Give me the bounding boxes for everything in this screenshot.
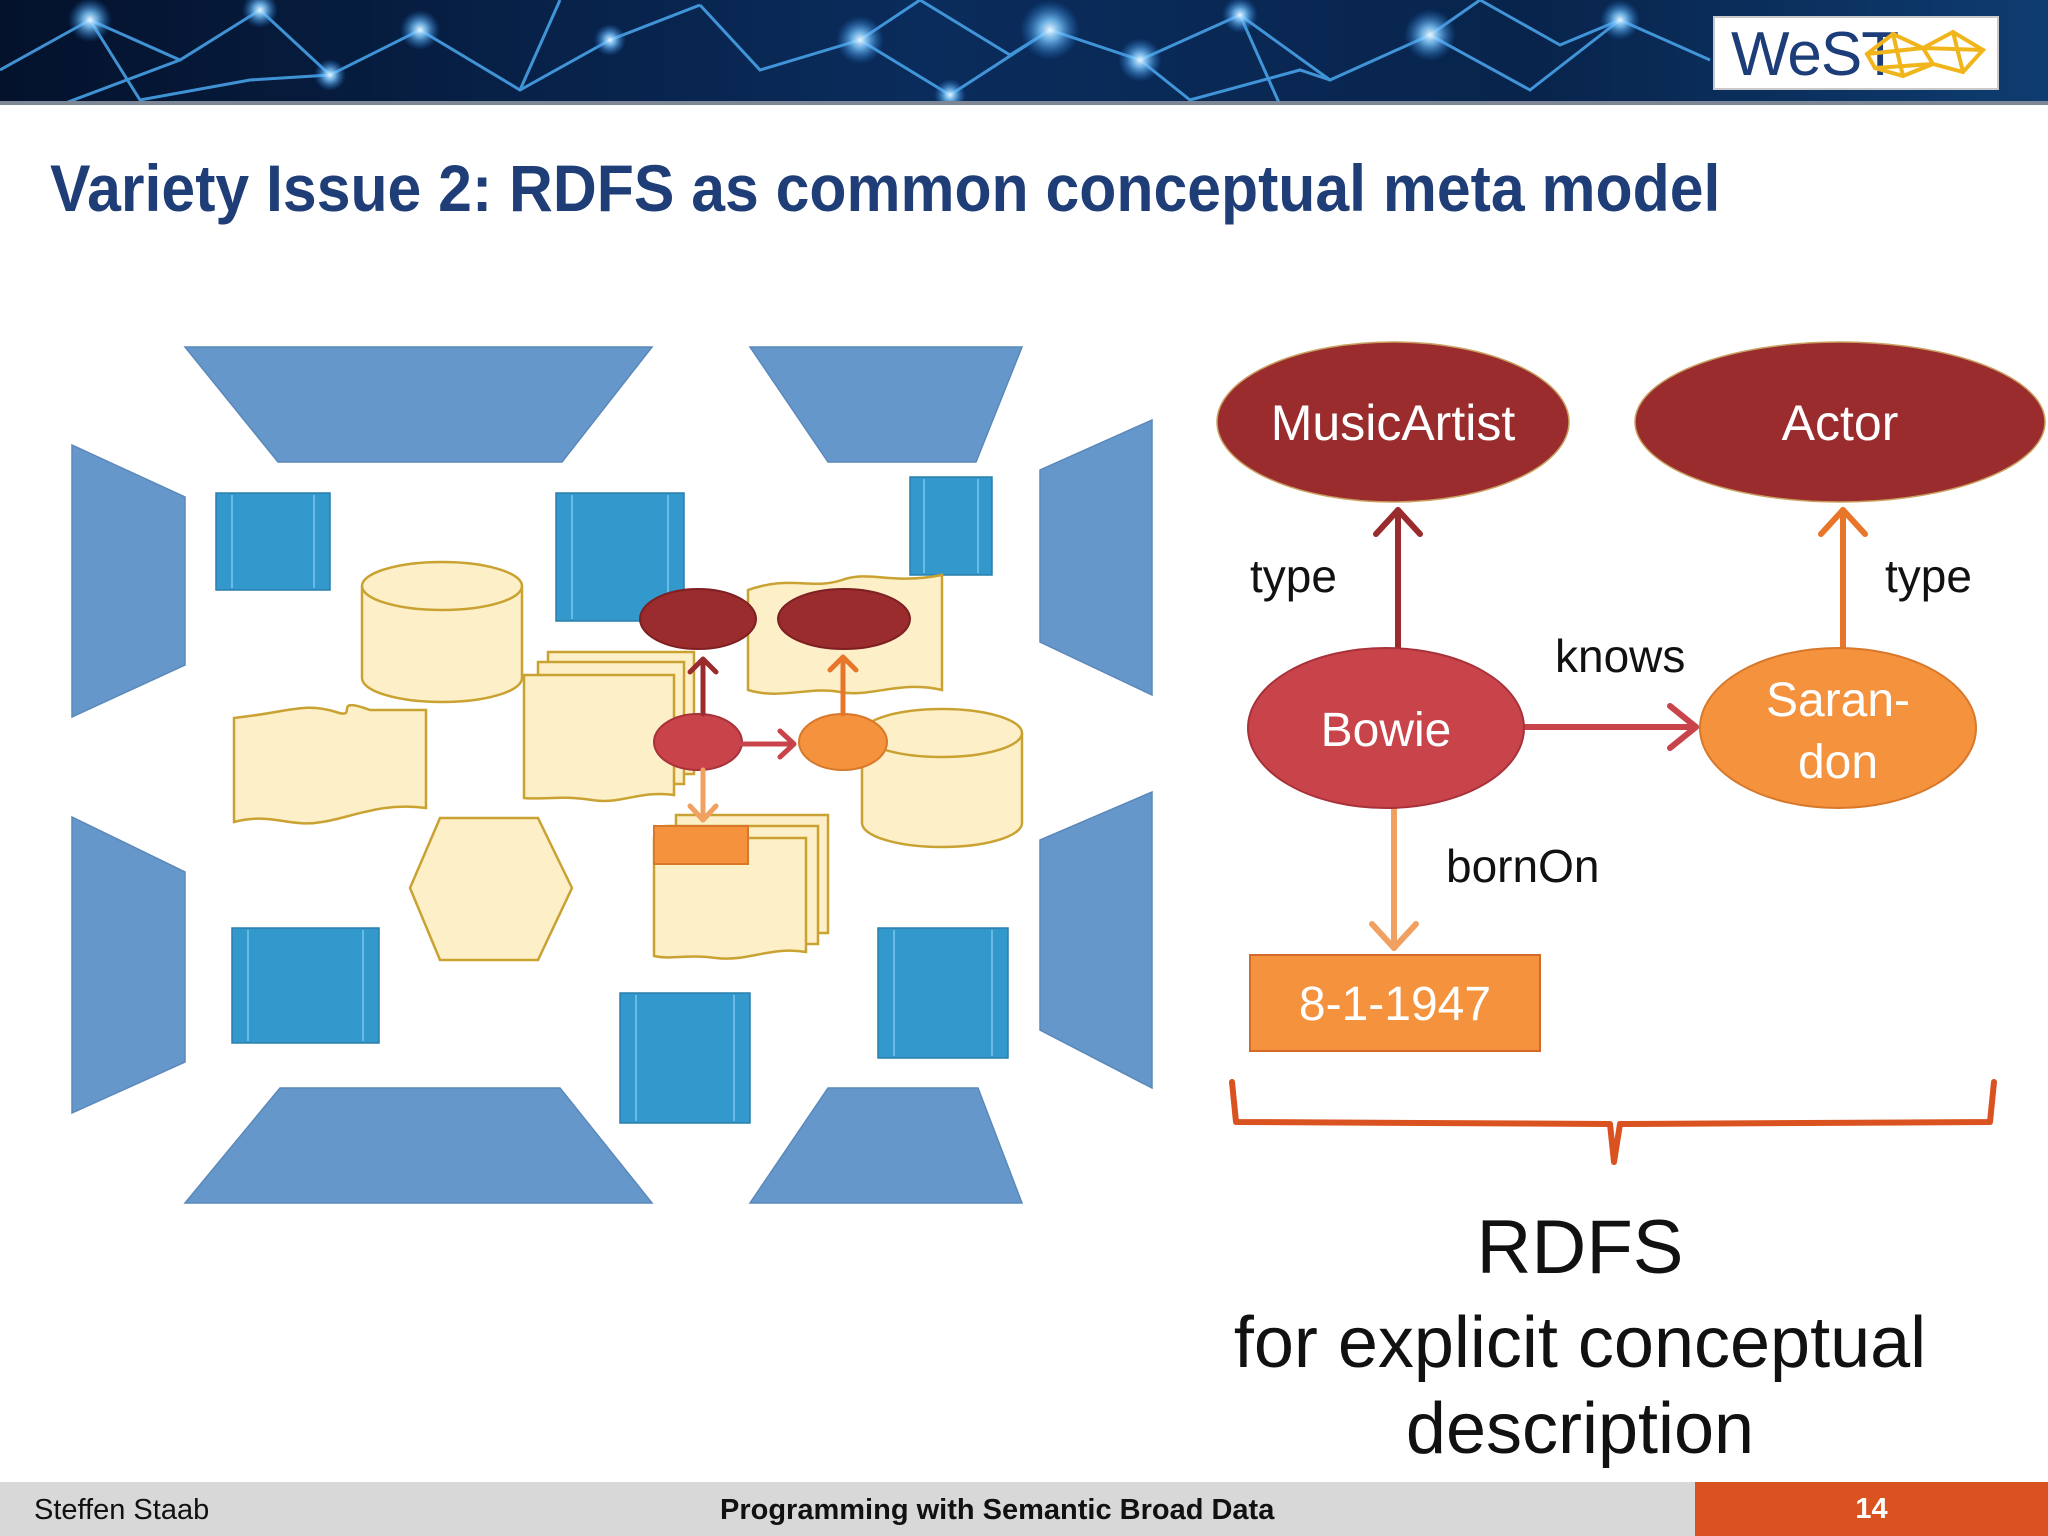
curly-brace [1229,1079,1997,1165]
node-sarandon: Saran- don [1699,647,1977,809]
node-sarandon-label-2: don [1798,736,1878,789]
rdfs-caption: RDFS for explicit conceptual description [1150,1200,2010,1472]
edge-type-left [1373,507,1423,651]
header-network-banner [0,0,2048,105]
footer-course-title: Programming with Semantic Broad Data [720,1494,1275,1526]
square-4 [231,927,380,1044]
node-bowie: Bowie [1247,647,1525,809]
edge-knows [1520,703,1699,751]
square-5 [619,992,751,1124]
database-cylinder-2 [860,707,1024,849]
square-6 [877,927,1009,1059]
caption-title: RDFS [1476,1205,1684,1290]
trapezoid-right-upper [1039,418,1153,697]
square-3 [909,476,993,576]
footer: Steffen Staab Programming with Semantic … [0,1482,2048,1536]
edge-bornon [1369,805,1419,951]
edge-label-type-right: type [1885,550,1972,602]
database-cylinder-1 [360,560,524,704]
slide-title: Variety Issue 2: RDFS as common conceptu… [50,151,1721,225]
caption-line-1: for explicit conceptual [1233,1303,1927,1383]
trapezoid-left-upper [71,443,186,719]
rdf-graph: MusicArtist Actor Bowie Saran- don 8-1-1… [1216,341,2046,1165]
document-stack-2 [652,836,808,960]
node-date-literal: 8-1-1947 [1249,954,1541,1052]
wavy-document-1 [232,703,428,825]
west-logo: WeST [1713,16,1999,90]
trapezoid-bottom-right [748,1087,1024,1204]
node-sarandon-label-1: Saran- [1766,674,1910,727]
edge-type-right [1818,507,1868,651]
logo-network-icon [1864,29,1987,79]
mini-rdf-graph [639,588,911,865]
trapezoid-right-lower [1039,790,1153,1090]
node-musicartist-label: MusicArtist [1271,395,1516,451]
trapezoid-top-left [183,346,654,463]
diagram: MusicArtist Actor Bowie Saran- don 8-1-1… [71,341,2046,1204]
footer-author: Steffen Staab [34,1494,210,1526]
edge-label-bornon: bornOn [1446,840,1599,892]
node-actor-label: Actor [1782,395,1899,451]
node-actor: Actor [1634,341,2046,503]
hexagon [408,816,574,962]
caption-subtitle: for explicit conceptual description [1150,1300,2010,1472]
document-stack-1 [522,673,676,803]
page-number: 14 [1695,1482,2048,1536]
trapezoid-top-right [748,346,1024,463]
edge-label-type-left: type [1250,550,1337,602]
edge-label-knows: knows [1555,630,1685,682]
node-date-label: 8-1-1947 [1299,978,1491,1031]
node-bowie-label: Bowie [1321,704,1452,757]
heterogeneous-sources-illustration [71,346,1153,1204]
square-1 [215,492,331,591]
trapezoid-bottom-left [183,1087,654,1204]
node-musicartist: MusicArtist [1216,341,1570,503]
caption-line-2: description [1405,1389,1755,1469]
trapezoid-left-lower [71,815,186,1115]
